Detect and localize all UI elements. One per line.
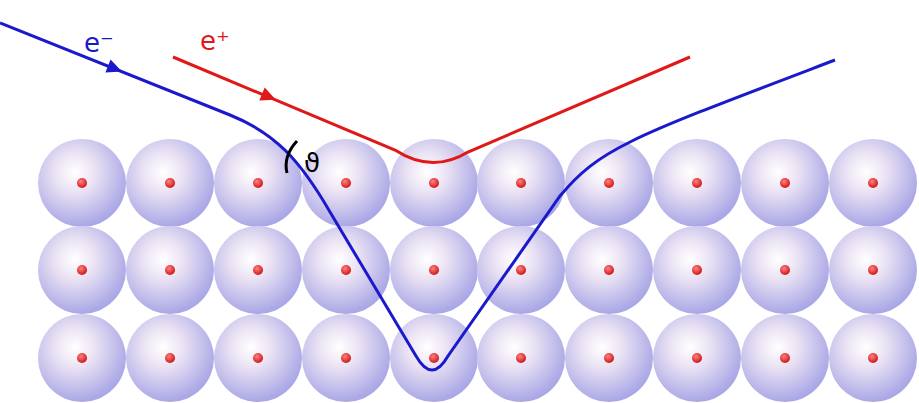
atom-nucleus	[516, 265, 526, 275]
atom-nucleus	[165, 353, 175, 363]
positron-label: e⁺	[200, 28, 230, 54]
atom-shell	[565, 314, 653, 402]
atom-shell	[214, 314, 302, 402]
atom-nucleus	[604, 265, 614, 275]
atom-nucleus	[516, 178, 526, 188]
atom-shell	[302, 139, 390, 227]
atom-nucleus	[77, 265, 87, 275]
atom-nucleus	[341, 178, 351, 188]
atom-shell	[126, 226, 214, 314]
atom-shell	[38, 314, 126, 402]
atom-shell	[126, 139, 214, 227]
atom-shell	[126, 314, 214, 402]
atom-nucleus	[341, 265, 351, 275]
atom-shell	[829, 226, 917, 314]
atom-nucleus	[253, 265, 263, 275]
atom-nucleus	[516, 353, 526, 363]
atom-nucleus	[429, 265, 439, 275]
atom-shell	[653, 226, 741, 314]
atom-shell	[565, 226, 653, 314]
atom-shell	[741, 139, 829, 227]
atom-nucleus	[868, 178, 878, 188]
atom-nucleus	[604, 353, 614, 363]
atom-shell	[38, 226, 126, 314]
angle-arc	[286, 141, 297, 173]
positron-arrowhead	[259, 88, 278, 107]
atom-nucleus	[692, 265, 702, 275]
atom-nucleus	[429, 353, 439, 363]
atom-shell	[653, 139, 741, 227]
atom-shell	[653, 314, 741, 402]
atom-shell	[829, 314, 917, 402]
atom-nucleus	[868, 353, 878, 363]
atom-nucleus	[253, 178, 263, 188]
atom-nucleus	[780, 178, 790, 188]
atom-lattice	[38, 139, 917, 402]
atom-nucleus	[165, 265, 175, 275]
atom-shell	[477, 314, 565, 402]
atom-shell	[390, 226, 478, 314]
atom-nucleus	[604, 178, 614, 188]
atom-shell	[829, 139, 917, 227]
atom-nucleus	[77, 178, 87, 188]
atom-nucleus	[165, 178, 175, 188]
atom-shell	[741, 314, 829, 402]
atom-shell	[477, 139, 565, 227]
atom-nucleus	[77, 353, 87, 363]
atom-nucleus	[780, 265, 790, 275]
atom-nucleus	[253, 353, 263, 363]
atom-shell	[477, 226, 565, 314]
atom-shell	[390, 314, 478, 402]
atom-shell	[38, 139, 126, 227]
electron-label: e⁻	[84, 30, 114, 56]
atom-shell	[302, 314, 390, 402]
atom-nucleus	[692, 353, 702, 363]
atom-shell	[741, 226, 829, 314]
angle-label: ϑ	[304, 150, 320, 176]
electron-arrowhead	[105, 60, 124, 79]
atom-nucleus	[692, 178, 702, 188]
atom-nucleus	[429, 178, 439, 188]
atom-nucleus	[341, 353, 351, 363]
atom-shell	[214, 139, 302, 227]
electron-trajectory	[0, 23, 835, 370]
atom-nucleus	[868, 265, 878, 275]
positron-trajectory	[173, 57, 690, 163]
atom-shell	[214, 226, 302, 314]
atom-nucleus	[780, 353, 790, 363]
